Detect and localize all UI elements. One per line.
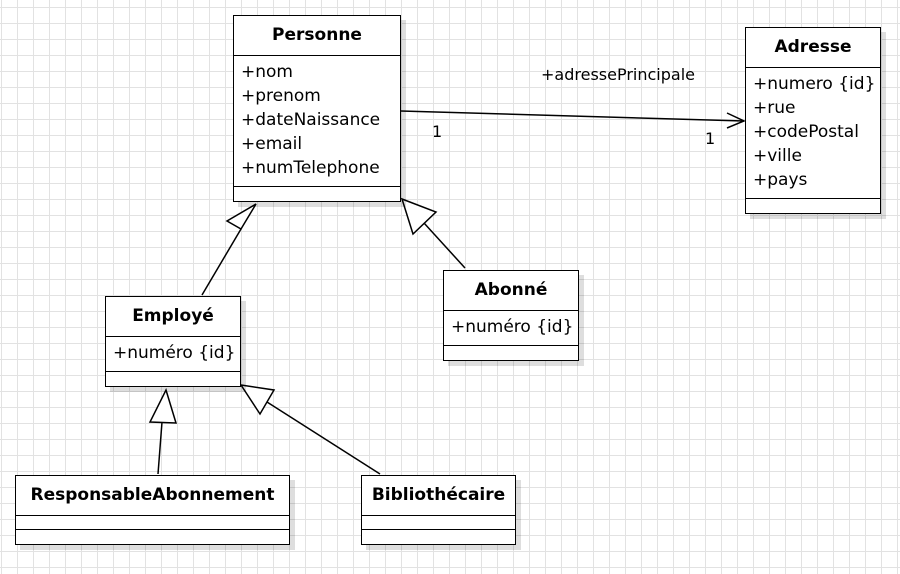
operation-list bbox=[362, 530, 515, 544]
attribute: +dateNaissance bbox=[241, 110, 381, 130]
class-personne[interactable]: Personne +nom +prenom +dateNaissance +em… bbox=[233, 15, 401, 202]
operation-list bbox=[16, 530, 289, 544]
attribute: +numéro {id} bbox=[113, 343, 236, 363]
attribute: +numTelephone bbox=[241, 158, 380, 178]
attribute: +pays bbox=[753, 170, 808, 190]
operation-list bbox=[106, 372, 240, 386]
class-name: Personne bbox=[234, 16, 400, 56]
class-name: ResponsableAbonnement bbox=[16, 476, 289, 516]
attribute: +email bbox=[241, 134, 303, 154]
operation-list bbox=[234, 187, 400, 201]
class-name: Adresse bbox=[746, 28, 880, 68]
class-employe[interactable]: Employé +numéro {id} bbox=[105, 296, 241, 387]
class-name: Employé bbox=[106, 297, 240, 337]
class-name: Bibliothécaire bbox=[362, 476, 515, 516]
attribute-list: +nom +prenom +dateNaissance +email +numT… bbox=[234, 56, 400, 187]
source-multiplicity: 1 bbox=[432, 122, 443, 141]
attribute: +rue bbox=[753, 98, 796, 118]
attribute: +prenom bbox=[241, 86, 321, 106]
attribute: +numéro {id} bbox=[451, 317, 574, 337]
attribute-list bbox=[16, 516, 289, 530]
attribute: +nom bbox=[241, 62, 293, 82]
class-name: Abonné bbox=[444, 271, 578, 311]
generalization-bibliothecaire-employe[interactable] bbox=[239, 384, 381, 475]
class-responsable-abonnement[interactable]: ResponsableAbonnement bbox=[15, 475, 290, 545]
class-bibliothecaire[interactable]: Bibliothécaire bbox=[361, 475, 516, 545]
generalization-abonne-personne[interactable] bbox=[400, 197, 466, 269]
association-role-label: +adressePrincipale bbox=[541, 65, 695, 84]
operation-list bbox=[746, 199, 880, 213]
generalization-employe-personne[interactable] bbox=[201, 203, 257, 296]
attribute: +numero {id} bbox=[753, 74, 876, 94]
class-adresse[interactable]: Adresse +numero {id} +rue +codePostal +v… bbox=[745, 27, 881, 214]
attribute-list: +numéro {id} bbox=[444, 311, 578, 346]
attribute-list: +numero {id} +rue +codePostal +ville +pa… bbox=[746, 68, 880, 199]
attribute-list bbox=[362, 516, 515, 530]
attribute: +codePostal bbox=[753, 122, 859, 142]
attribute: +ville bbox=[753, 146, 802, 166]
association-personne-adresse[interactable] bbox=[400, 110, 746, 129]
attribute-list: +numéro {id} bbox=[106, 337, 240, 372]
operation-list bbox=[444, 346, 578, 360]
class-abonne[interactable]: Abonné +numéro {id} bbox=[443, 270, 579, 361]
target-multiplicity: 1 bbox=[705, 129, 716, 148]
generalization-responsable-employe[interactable] bbox=[148, 387, 178, 475]
